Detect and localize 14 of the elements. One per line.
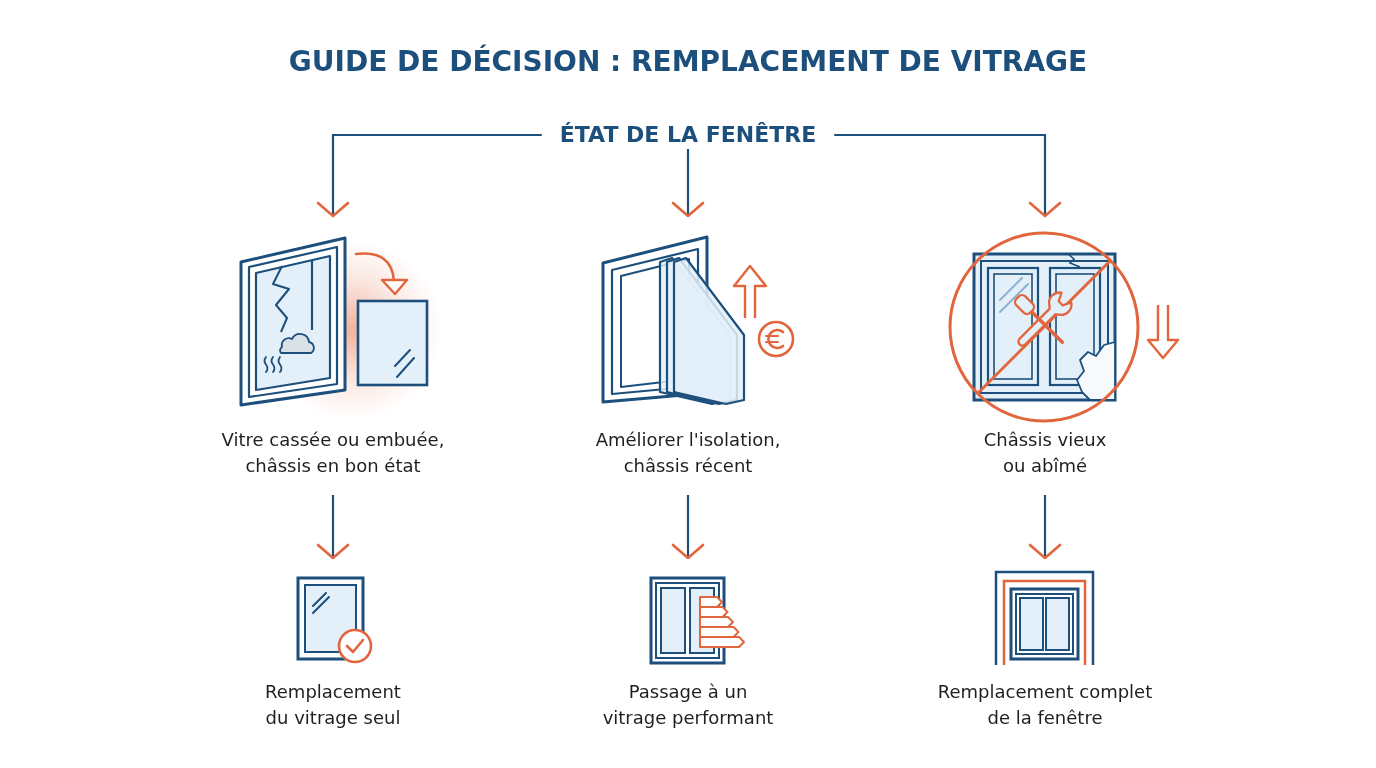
outcome-caption: Remplacement du vitrage seul [264, 680, 402, 730]
connector-arrow [316, 133, 542, 218]
situation-caption: Châssis vieux ou abîmé [982, 428, 1108, 478]
connector-arrow [316, 495, 350, 560]
diagram-title: GUIDE DE DÉCISION : REMPLACEMENT DE VITRAGE [288, 44, 1088, 80]
section-heading: ÉTAT DE LA FENÊTRE [541, 121, 835, 149]
outcome-caption: Remplacement complet de la fenêtre [936, 680, 1154, 730]
connector-arrow [671, 149, 705, 218]
connector-arrow [671, 495, 705, 560]
situation-caption: Améliorer l'isolation, châssis récent [594, 428, 782, 478]
connector-arrow [1028, 495, 1062, 560]
connector-arrow [834, 133, 1062, 218]
situation-caption: Vitre cassée ou embuée, châssis en bon état [220, 428, 446, 478]
outcome-caption: Passage à un vitrage performant [601, 680, 775, 730]
